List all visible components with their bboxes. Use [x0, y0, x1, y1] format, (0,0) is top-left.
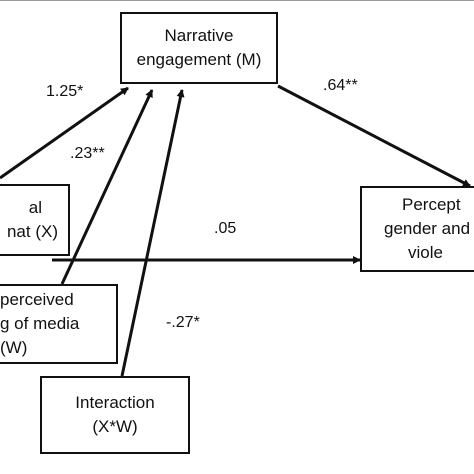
arrow-w-to-m: [60, 89, 154, 285]
interaction-line2: (X*W): [92, 417, 138, 436]
arrow-xw-to-m: [120, 89, 185, 377]
interaction-line1: Interaction: [75, 393, 155, 412]
coef-x-to-m: 1.25*: [46, 83, 84, 100]
moderator-box: perceived g of media (W): [0, 284, 118, 364]
outcome-line3: viole: [408, 243, 443, 262]
mediator-box: Narrative engagement (M): [120, 12, 278, 84]
coef-xw-to-m: -.27*: [166, 314, 200, 331]
coef-w-to-m: .23**: [70, 145, 105, 162]
mediator-line1: Narrative: [164, 26, 234, 45]
coef-x-to-y: .05: [214, 220, 237, 237]
predictor-line1: al: [28, 198, 42, 217]
arrow-x-to-m: [0, 86, 129, 180]
moderator-line3: (W): [0, 338, 28, 357]
outcome-line1: Percept: [402, 195, 461, 214]
moderator-line2: g of media: [0, 314, 80, 333]
outcome-line2: gender and: [384, 219, 471, 238]
arrow-m-to-y: [277, 84, 471, 188]
coef-m-to-y: .64**: [323, 77, 358, 94]
outcome-box: Percept gender and viole: [360, 186, 474, 272]
top-divider-line: [0, 0, 474, 1]
predictor-line2: nat (X): [6, 222, 58, 241]
moderator-line1: perceived: [0, 290, 74, 309]
mediator-line2: engagement (M): [136, 50, 262, 69]
interaction-box: Interaction (X*W): [40, 376, 190, 454]
predictor-box: al nat (X): [0, 184, 70, 256]
